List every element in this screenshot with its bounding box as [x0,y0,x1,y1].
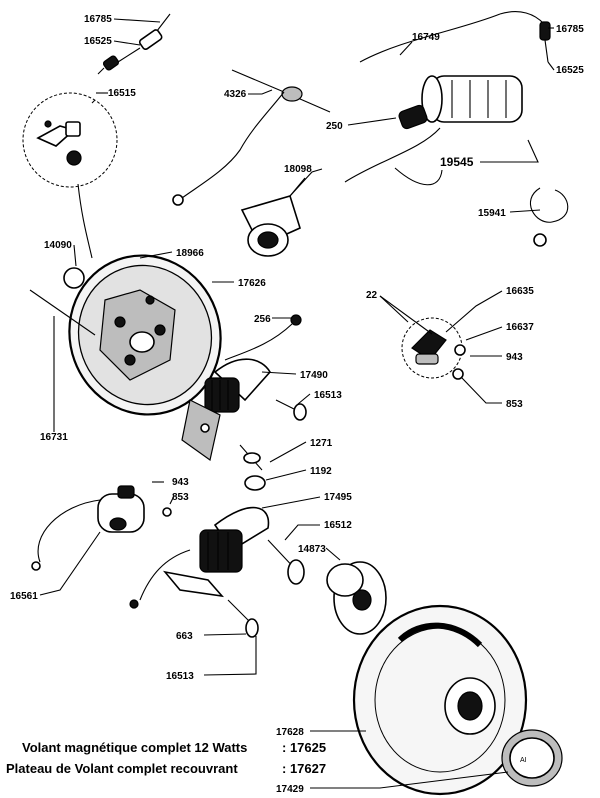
label-16513-lower: 16513 [166,671,194,682]
label-1271: 1271 [310,438,333,449]
label-16731: 16731 [40,432,68,443]
label-19545: 19545 [440,155,474,169]
label-16637: 16637 [506,322,534,333]
label-22: 22 [366,290,378,301]
caption-line2-ref: : 17627 [282,761,326,776]
flywheel-17628 [352,604,528,796]
label-16785-top-left: 16785 [84,14,112,25]
label-16561: 16561 [10,591,38,602]
screw-943-853 [162,507,172,517]
part-number-labels: 16785 16525 16515 4326 16749 16785 16525… [10,14,584,795]
caption-line1-ref: : 17625 [282,740,326,755]
cover-17429: AI [501,729,563,787]
label-16635: 16635 [506,286,534,297]
label-16512: 16512 [324,520,352,531]
wire-terminal-256 [224,314,302,361]
connector-assembly-top-left [97,13,171,75]
label-17626: 17626 [238,278,266,289]
lighting-coil-17490 [181,358,271,462]
label-17628: 17628 [276,727,304,738]
label-16525-top-left: 16525 [84,36,112,47]
caption-line1-label: Volant magnétique complet 12 Watts [22,740,247,755]
screw-16513-upper [275,399,307,421]
label-16749: 16749 [412,32,440,43]
label-663: 663 [176,631,193,642]
label-17429: 17429 [276,784,304,795]
caption-block: Volant magnétique complet 12 Watts : 176… [6,740,326,776]
ignition-coil-19545 [344,11,569,247]
label-853-right: 853 [506,399,523,410]
caption-line2-label: Plateau de Volant complet recouvrant [6,761,238,776]
screw-16512 [267,539,305,585]
screw-stack-1271-1192 [239,444,266,491]
label-14090: 14090 [44,240,72,251]
label-16513-upper: 16513 [314,390,342,401]
contact-breaker-16635 [401,317,466,380]
hub-14873 [326,561,387,635]
condenser-16561 [31,485,145,571]
label-4326: 4326 [224,89,247,100]
label-15941: 15941 [478,208,506,219]
svg-text:AI: AI [520,757,527,764]
ignition-coil-17495 [129,506,270,609]
label-1192: 1192 [310,466,332,477]
cable-grommet-4326 [172,69,331,206]
label-853-left: 853 [172,492,189,503]
label-943-right: 943 [506,352,523,363]
leader-lines [39,18,555,789]
label-18098: 18098 [284,164,312,175]
label-17490: 17490 [300,370,328,381]
label-16525-top-right: 16525 [556,65,584,76]
label-16785-top-right: 16785 [556,24,584,35]
label-17495: 17495 [324,492,352,503]
label-16515: 16515 [108,88,136,99]
detail-circle-16515 [22,92,118,259]
label-256: 256 [254,314,271,325]
screw-663-16513-lower [227,599,259,638]
spark-plug-cap-18098 [240,177,306,257]
label-250: 250 [326,121,343,132]
label-14873: 14873 [298,544,326,555]
label-943-left: 943 [172,477,189,488]
stator-plate-17626 [29,254,222,416]
label-18966: 18966 [176,248,204,259]
